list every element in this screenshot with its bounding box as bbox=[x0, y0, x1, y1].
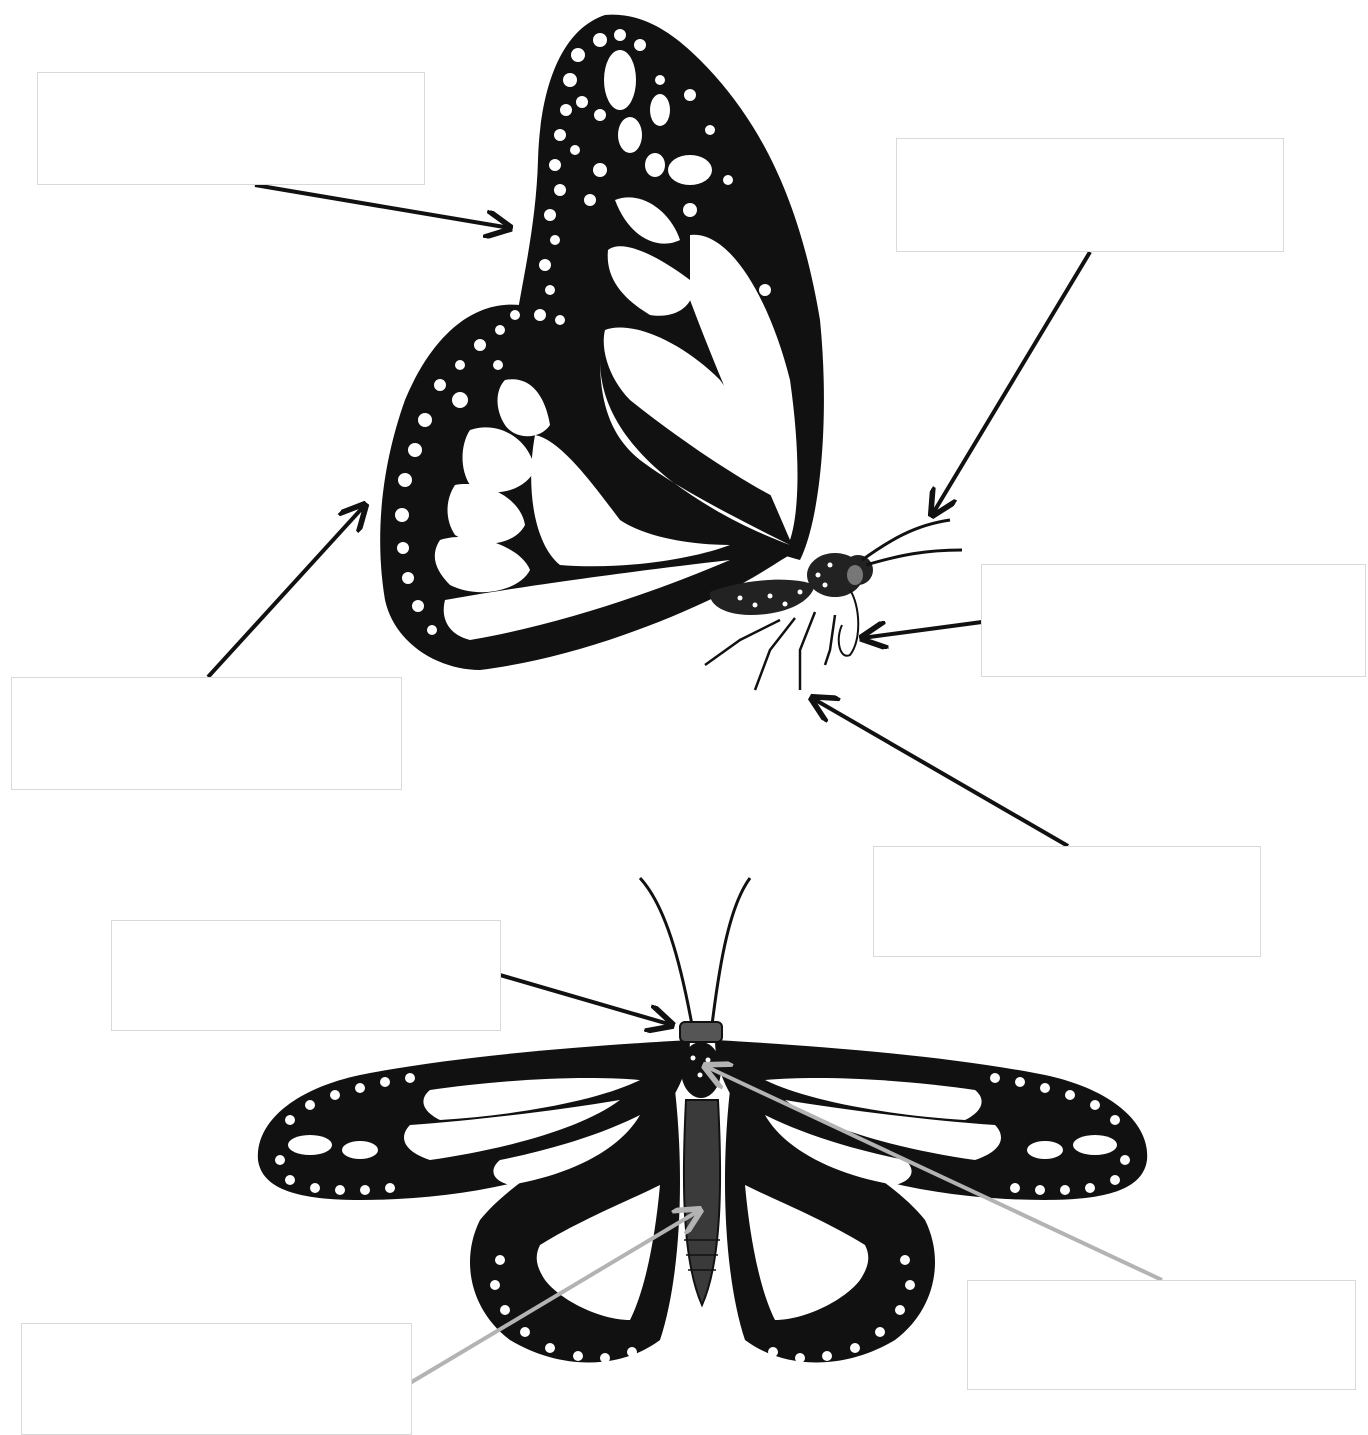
label-box-legs[interactable] bbox=[873, 846, 1261, 957]
label-box-wing-top[interactable] bbox=[37, 72, 425, 185]
arrow-legs bbox=[812, 698, 1068, 846]
top-antenna-left bbox=[640, 878, 692, 1025]
side-eye bbox=[847, 565, 863, 585]
top-head bbox=[680, 1022, 722, 1042]
side-antenna-2 bbox=[866, 550, 962, 565]
arrow-wing-top bbox=[255, 185, 510, 228]
side-view-butterfly bbox=[380, 15, 962, 690]
label-box-thorax[interactable] bbox=[967, 1280, 1356, 1390]
label-box-proboscis[interactable] bbox=[981, 564, 1366, 677]
side-legs bbox=[705, 612, 835, 690]
arrow-antenna bbox=[932, 252, 1090, 515]
label-box-hindwing[interactable] bbox=[11, 677, 402, 790]
top-abdomen bbox=[684, 1100, 720, 1305]
arrow-head bbox=[500, 975, 672, 1025]
label-box-antenna[interactable] bbox=[896, 138, 1284, 252]
side-proboscis bbox=[839, 590, 859, 656]
arrow-hindwing bbox=[208, 505, 365, 677]
label-box-abdomen[interactable] bbox=[21, 1323, 412, 1435]
label-box-head[interactable] bbox=[111, 920, 501, 1031]
arrow-proboscis bbox=[862, 622, 982, 638]
top-antenna-right bbox=[712, 878, 750, 1025]
